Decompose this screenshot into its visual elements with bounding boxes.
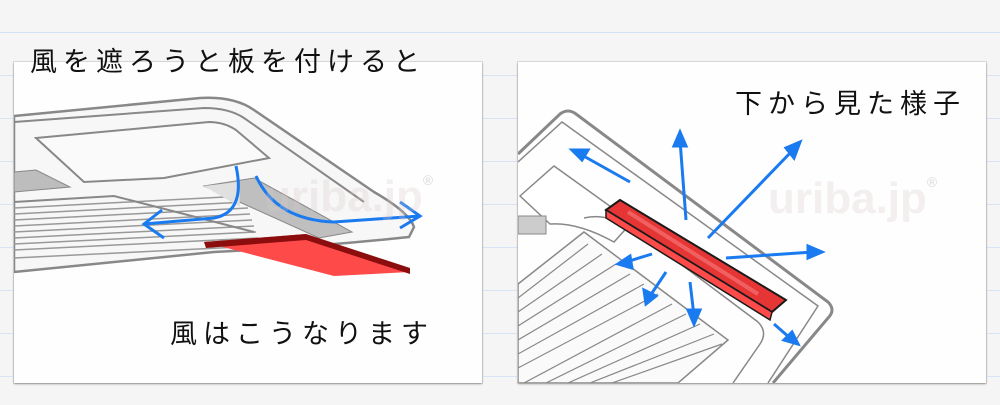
bottom-view-illustration	[518, 109, 834, 383]
watermark-text: uriba.jp	[264, 172, 423, 221]
registered-mark: ®	[422, 172, 434, 188]
background-rule	[0, 32, 1000, 33]
watermark-text: uriba.jp	[768, 174, 927, 223]
watermark: uriba.jp®	[264, 172, 433, 222]
panel-bottom-view: uriba.jp®	[518, 62, 986, 383]
side-view-illustration	[14, 96, 423, 276]
side-view-caption: 風はこうなります	[170, 319, 434, 350]
watermark: uriba.jp®	[768, 174, 937, 224]
side-view-title: 風を遮ろうと板を付けると	[30, 47, 426, 78]
bottom-view-title: 下から見た様子	[735, 89, 966, 120]
registered-mark: ®	[926, 174, 938, 190]
panel-side-view: uriba.jp®	[14, 62, 482, 383]
